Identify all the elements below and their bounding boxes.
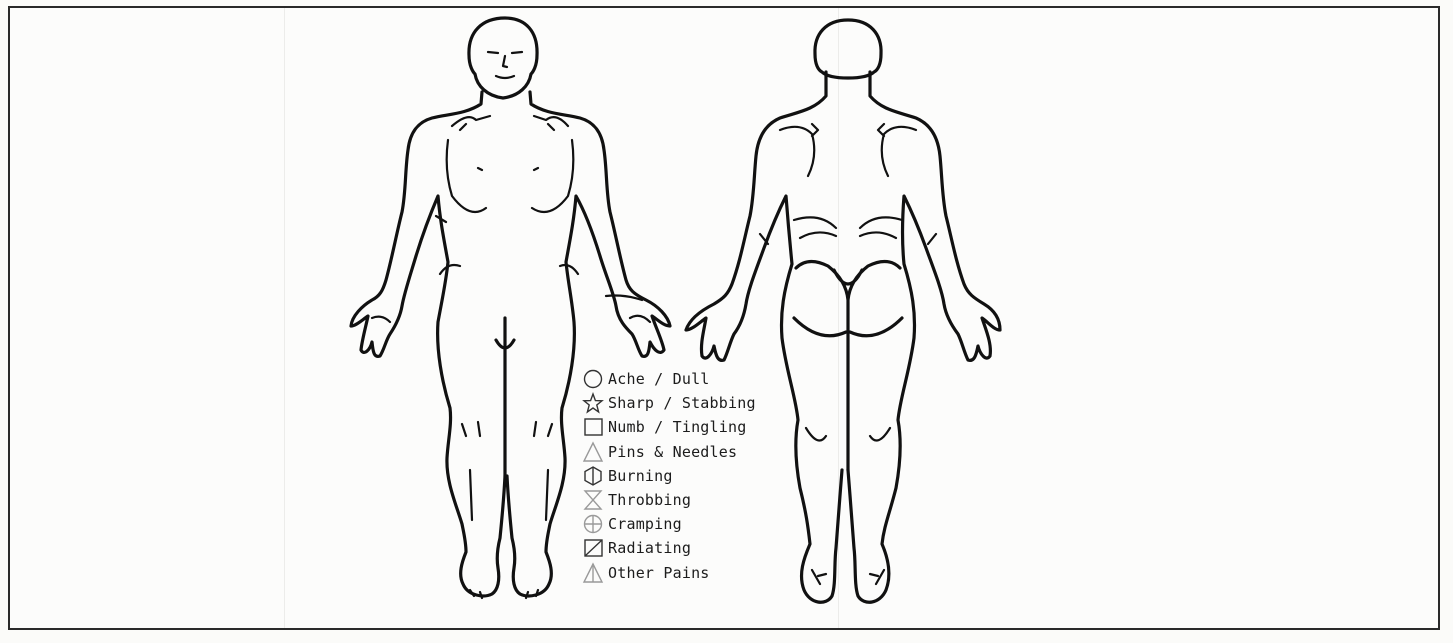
circle-cross-icon [580, 512, 606, 536]
slashed-square-icon [580, 536, 606, 560]
legend-item: Pins & Needles [580, 440, 800, 464]
star-icon [580, 391, 606, 415]
legend-item: Radiating [580, 536, 800, 560]
legend-label: Burning [608, 467, 673, 485]
front-chest-details [436, 116, 578, 274]
back-buttocks [794, 261, 902, 470]
legend-label: Sharp / Stabbing [608, 394, 756, 412]
legend-label: Throbbing [608, 491, 691, 509]
legend-label: Other Pains [608, 564, 710, 582]
legend-label: Pins & Needles [608, 443, 737, 461]
pain-legend: Ache / Dull Sharp / Stabbing Numb / Ting… [580, 367, 800, 585]
front-body-left-outline [351, 92, 505, 596]
legend-item: Throbbing [580, 488, 800, 512]
hourglass-icon [580, 488, 606, 512]
legend-label: Numb / Tingling [608, 418, 746, 436]
triangle-icon [580, 440, 606, 464]
legend-item: Sharp / Stabbing [580, 391, 800, 415]
back-head [815, 20, 881, 78]
split-triangle-icon [580, 561, 606, 585]
split-hexagon-icon [580, 464, 606, 488]
legend-item: Cramping [580, 512, 800, 536]
legend-label: Ache / Dull [608, 370, 710, 388]
front-knee-details [462, 422, 552, 520]
legend-label: Radiating [608, 539, 691, 557]
back-muscle-details [760, 124, 936, 244]
legend-item: Numb / Tingling [580, 415, 800, 439]
circle-icon [580, 367, 606, 391]
legend-item: Other Pains [580, 561, 800, 585]
legend-item: Burning [580, 464, 800, 488]
front-face [488, 52, 522, 78]
legend-label: Cramping [608, 515, 682, 533]
front-crotch [496, 318, 514, 476]
front-palm-details [372, 296, 650, 323]
square-icon [580, 415, 606, 439]
front-head [469, 18, 537, 98]
legend-item: Ache / Dull [580, 367, 800, 391]
